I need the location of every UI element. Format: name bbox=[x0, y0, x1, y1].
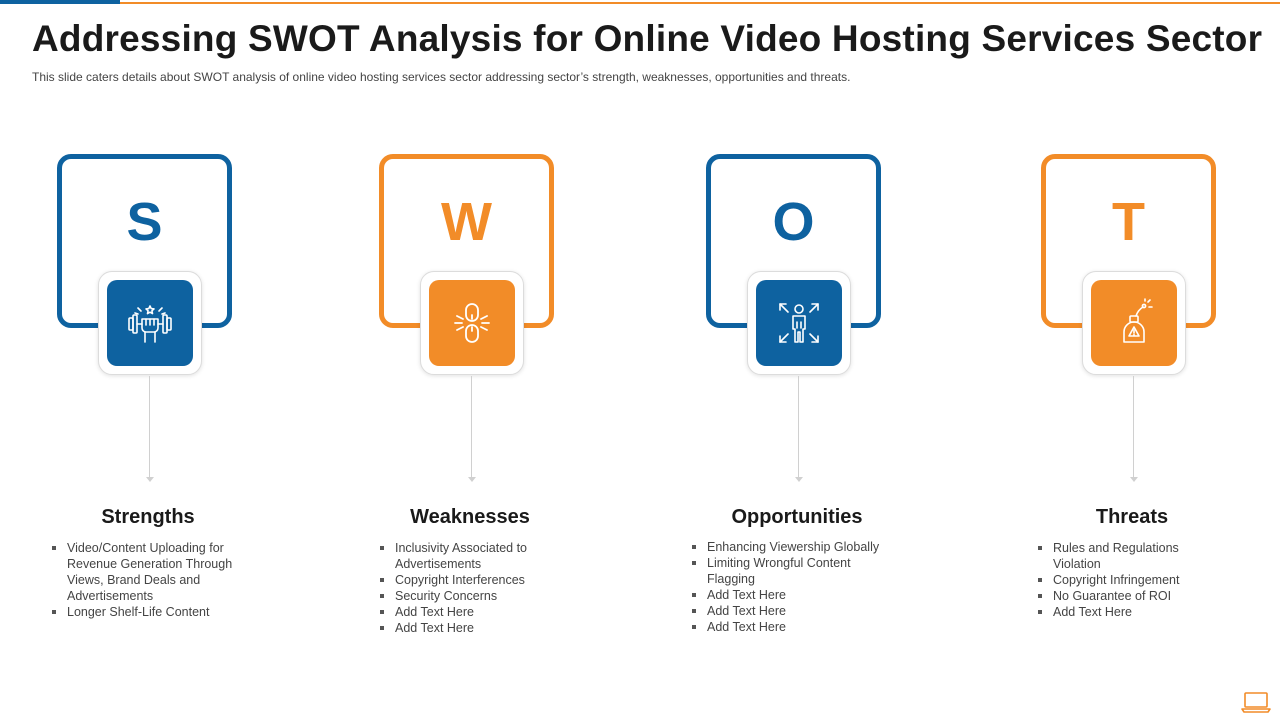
list-item: Add Text Here bbox=[689, 603, 889, 619]
bullet-list: Video/Content Uploading for Revenue Gene… bbox=[49, 540, 254, 620]
list-item: Security Concerns bbox=[377, 588, 577, 604]
list-item: Add Text Here bbox=[689, 619, 889, 635]
bullet-list: Rules and Regulations Violation Copyrigh… bbox=[1035, 540, 1225, 620]
connector-arrow bbox=[795, 477, 803, 482]
top-accent-bar-blue bbox=[0, 0, 120, 4]
swot-heading: Threats bbox=[1095, 506, 1169, 528]
swot-letter: W bbox=[441, 192, 492, 252]
swot-letter: T bbox=[1112, 192, 1145, 252]
swot-letter: S bbox=[126, 192, 163, 252]
list-item: Add Text Here bbox=[377, 604, 577, 620]
list-item: Longer Shelf-Life Content bbox=[49, 604, 254, 620]
swot-letter: O bbox=[772, 192, 815, 252]
list-item: Inclusivity Associated to Advertisements bbox=[377, 540, 577, 572]
swot-heading: Opportunities bbox=[731, 506, 863, 528]
icon-tile bbox=[98, 271, 202, 375]
top-accent-bar-orange bbox=[120, 2, 1280, 4]
list-item: Enhancing Viewership Globally bbox=[689, 539, 889, 555]
list-item: Add Text Here bbox=[1035, 604, 1225, 620]
list-item: Add Text Here bbox=[689, 587, 889, 603]
slide-title: Addressing SWOT Analysis for Online Vide… bbox=[32, 18, 1263, 59]
person-expand-arrows-icon bbox=[756, 280, 842, 366]
icon-tile bbox=[1082, 271, 1186, 375]
list-item: Copyright Interferences bbox=[377, 572, 577, 588]
icon-tile bbox=[747, 271, 851, 375]
list-item: Video/Content Uploading for Revenue Gene… bbox=[49, 540, 254, 604]
connector-line bbox=[149, 376, 150, 480]
list-item: No Guarantee of ROI bbox=[1035, 588, 1225, 604]
list-item: Add Text Here bbox=[377, 620, 577, 636]
swot-card-weaknesses: W Weaknesses Inclusivity Associated to A… bbox=[379, 150, 569, 640]
connector-line bbox=[798, 376, 799, 480]
swot-card-opportunities: O Opportunities Enhancing Viewership Glo… bbox=[692, 150, 896, 640]
connector-line bbox=[1133, 376, 1134, 480]
list-item: Limiting Wrongful Content Flagging bbox=[689, 555, 889, 587]
list-item: Rules and Regulations Violation bbox=[1035, 540, 1225, 572]
connector-arrow bbox=[468, 477, 476, 482]
laptop-icon bbox=[1240, 690, 1272, 714]
swot-card-threats: T Threats Rules and Regulations Violatio… bbox=[1038, 150, 1231, 640]
bullet-list: Enhancing Viewership Globally Limiting W… bbox=[689, 539, 889, 635]
icon-tile bbox=[420, 271, 524, 375]
swot-card-strengths: S Strengt bbox=[52, 150, 247, 640]
slide-subtitle: This slide caters details about SWOT ana… bbox=[32, 70, 851, 84]
connector-arrow bbox=[1130, 477, 1138, 482]
bullet-list: Inclusivity Associated to Advertisements… bbox=[377, 540, 577, 636]
list-item: Copyright Infringement bbox=[1035, 572, 1225, 588]
swot-heading: Weaknesses bbox=[410, 506, 530, 528]
bomb-warning-icon bbox=[1091, 280, 1177, 366]
strength-dumbbell-icon bbox=[107, 280, 193, 366]
broken-chain-icon bbox=[429, 280, 515, 366]
connector-arrow bbox=[146, 477, 154, 482]
connector-line bbox=[471, 376, 472, 480]
swot-heading: Strengths bbox=[101, 506, 195, 528]
